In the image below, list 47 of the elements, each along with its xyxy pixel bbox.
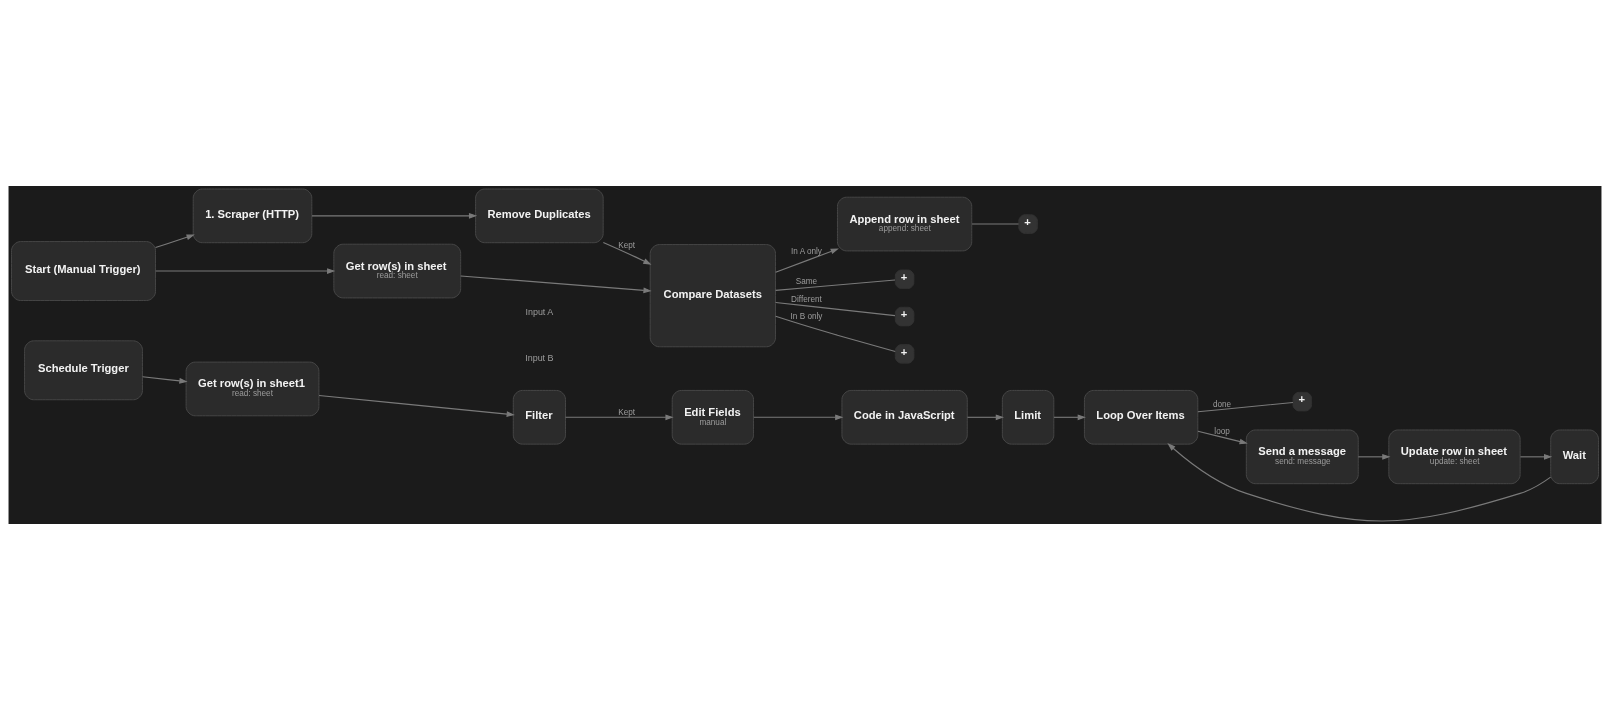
arrow (1167, 442, 1552, 521)
node-box: Wait (1550, 429, 1599, 484)
edge-label: In B only (790, 311, 823, 321)
node-box: Update row in sheet update: sheet (1388, 429, 1521, 484)
node-box: Remove Duplicates (475, 188, 604, 243)
arrow (1519, 453, 1553, 460)
node-box: Send a message send: message (1245, 429, 1359, 484)
label: Input A (525, 306, 554, 317)
arrow (1357, 453, 1391, 460)
arrow (775, 248, 839, 273)
arrow (460, 274, 652, 293)
node-box: Code in JavaScript (841, 389, 968, 445)
arrow (311, 212, 478, 219)
node-box: Edit Fields manual (671, 389, 754, 445)
arrow (753, 413, 844, 420)
arrow (142, 375, 188, 384)
node-box: Compare Datasets (649, 243, 776, 347)
node-box: Filter (512, 389, 566, 445)
node-box: Start (Manual Trigger) (11, 240, 156, 301)
edge-label: Same (795, 276, 818, 286)
edge-label: In A only (791, 246, 822, 256)
node-box: 1. Scraper (HTTP) (192, 188, 313, 243)
arrow (318, 394, 515, 417)
node-box: Get row(s) in sheet read: sheet (333, 243, 462, 298)
arrow (1197, 430, 1248, 444)
connector (775, 278, 896, 291)
connector (1197, 401, 1294, 412)
arrow (155, 267, 336, 274)
node-box: Append row in sheet append: sheet (837, 196, 973, 251)
node-box: Limit (1001, 389, 1055, 445)
node-box: Get row(s) in sheet1 read: sheet (185, 361, 320, 416)
edge-label: loop (1214, 426, 1230, 436)
arrow (602, 241, 652, 265)
edge-label: Kept (618, 407, 636, 417)
arrow (966, 413, 1004, 420)
node-box: Schedule Trigger (24, 339, 143, 400)
node-box: Loop Over Items (1083, 389, 1199, 445)
edge-label: Different (791, 294, 822, 304)
arrow (155, 233, 195, 248)
connector (775, 301, 896, 316)
edge-label: done (1212, 399, 1232, 409)
label: Input B (525, 352, 554, 363)
arrow (1053, 413, 1086, 420)
edge-label: Kept (618, 240, 636, 250)
connector (971, 223, 1020, 225)
arrow (564, 413, 674, 420)
connector (775, 315, 896, 352)
